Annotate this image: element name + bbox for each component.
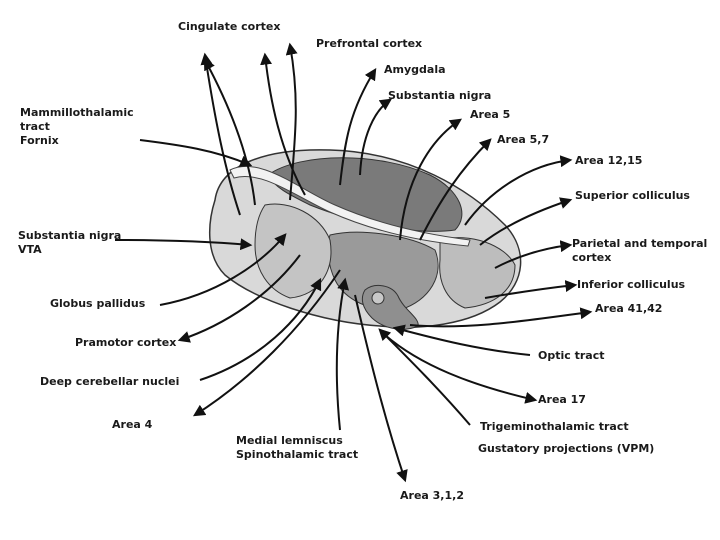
arrow-deepcb (199, 277, 322, 381)
geniculate-nucleus (371, 291, 385, 305)
label-medial-lemniscus: Medial lemniscus Spinothalamic tract (236, 434, 359, 461)
label-gustatory-projections: Gustatory projections (VPM) (478, 442, 655, 455)
label-substantia-nigra-vta: Substantia nigra VTA (18, 229, 122, 256)
label-area-3-1-2: Area 3,1,2 (400, 489, 464, 502)
label-prefrontal-cortex: Prefrontal cortex (316, 37, 423, 50)
label-substantia-nigra-top: Substantia nigra (388, 89, 492, 102)
label-area-17: Area 17 (538, 393, 586, 406)
thalamus-illustration (208, 149, 522, 330)
label-area-4: Area 4 (112, 418, 153, 431)
projection-arrows (114, 42, 593, 483)
arrow-area5 (399, 118, 462, 241)
thalamus-medial-region (327, 231, 439, 311)
label-trigeminothalamic-tract: Trigeminothalamic tract (480, 420, 629, 433)
arrow-area312 (354, 294, 408, 483)
label-deep-cerebellar-nuclei: Deep cerebellar nuclei (40, 375, 180, 388)
label-area-12-15: Area 12,15 (575, 154, 643, 167)
arrow-medial (335, 277, 350, 431)
label-globus-pallidus: Globus pallidus (50, 297, 146, 310)
label-parietal-temporal-cortex: Parietal and temporal cortex (572, 237, 708, 264)
label-premotor-cortex: Pramotor cortex (75, 336, 177, 349)
label-cingulate-cortex: Cingulate cortex (178, 20, 281, 33)
arrow-area4142 (409, 307, 593, 328)
arrow-mammillo (139, 139, 253, 167)
arrow-cingulate (200, 52, 241, 216)
arrow-amygdala (339, 67, 377, 186)
arrow-supcoll (479, 197, 573, 246)
label-superior-colliculus: Superior colliculus (575, 189, 690, 202)
thalamus-lateral-region (439, 237, 516, 309)
label-optic-tract: Optic tract (538, 349, 605, 362)
arrow-parietal (494, 240, 573, 269)
arrow-area57 (419, 138, 492, 241)
arrow-subnigra-top (359, 98, 392, 176)
internal-medullary-lamina (229, 165, 471, 247)
arrow-area4 (192, 269, 341, 417)
arrow-optic (392, 324, 531, 356)
arrow-premotor (177, 254, 301, 343)
thalamus-dorsal-region (267, 157, 463, 232)
label-amygdala: Amygdala (384, 63, 446, 76)
arrow-cingulate-2 (203, 57, 256, 206)
label-inferior-colliculus: Inferior colliculus (577, 278, 686, 291)
thalamus-ventral-region (254, 203, 332, 299)
label-area-5: Area 5 (470, 108, 511, 121)
arrow-infcoll (484, 280, 578, 299)
arrow-globus (159, 233, 287, 306)
arrow-area1215 (464, 155, 573, 226)
label-area-5-7: Area 5,7 (497, 133, 550, 146)
arrow-prefrontal-2 (260, 52, 306, 196)
arrow-area17 (384, 334, 538, 404)
arrow-trigem (378, 328, 471, 426)
label-mammillothalamic-fornix: Mammillothalamic tract Fornix (20, 106, 134, 147)
arrow-prefrontal (285, 42, 298, 201)
label-area-41-42: Area 41,42 (595, 302, 663, 315)
arrow-subnigra-vta (114, 238, 253, 251)
